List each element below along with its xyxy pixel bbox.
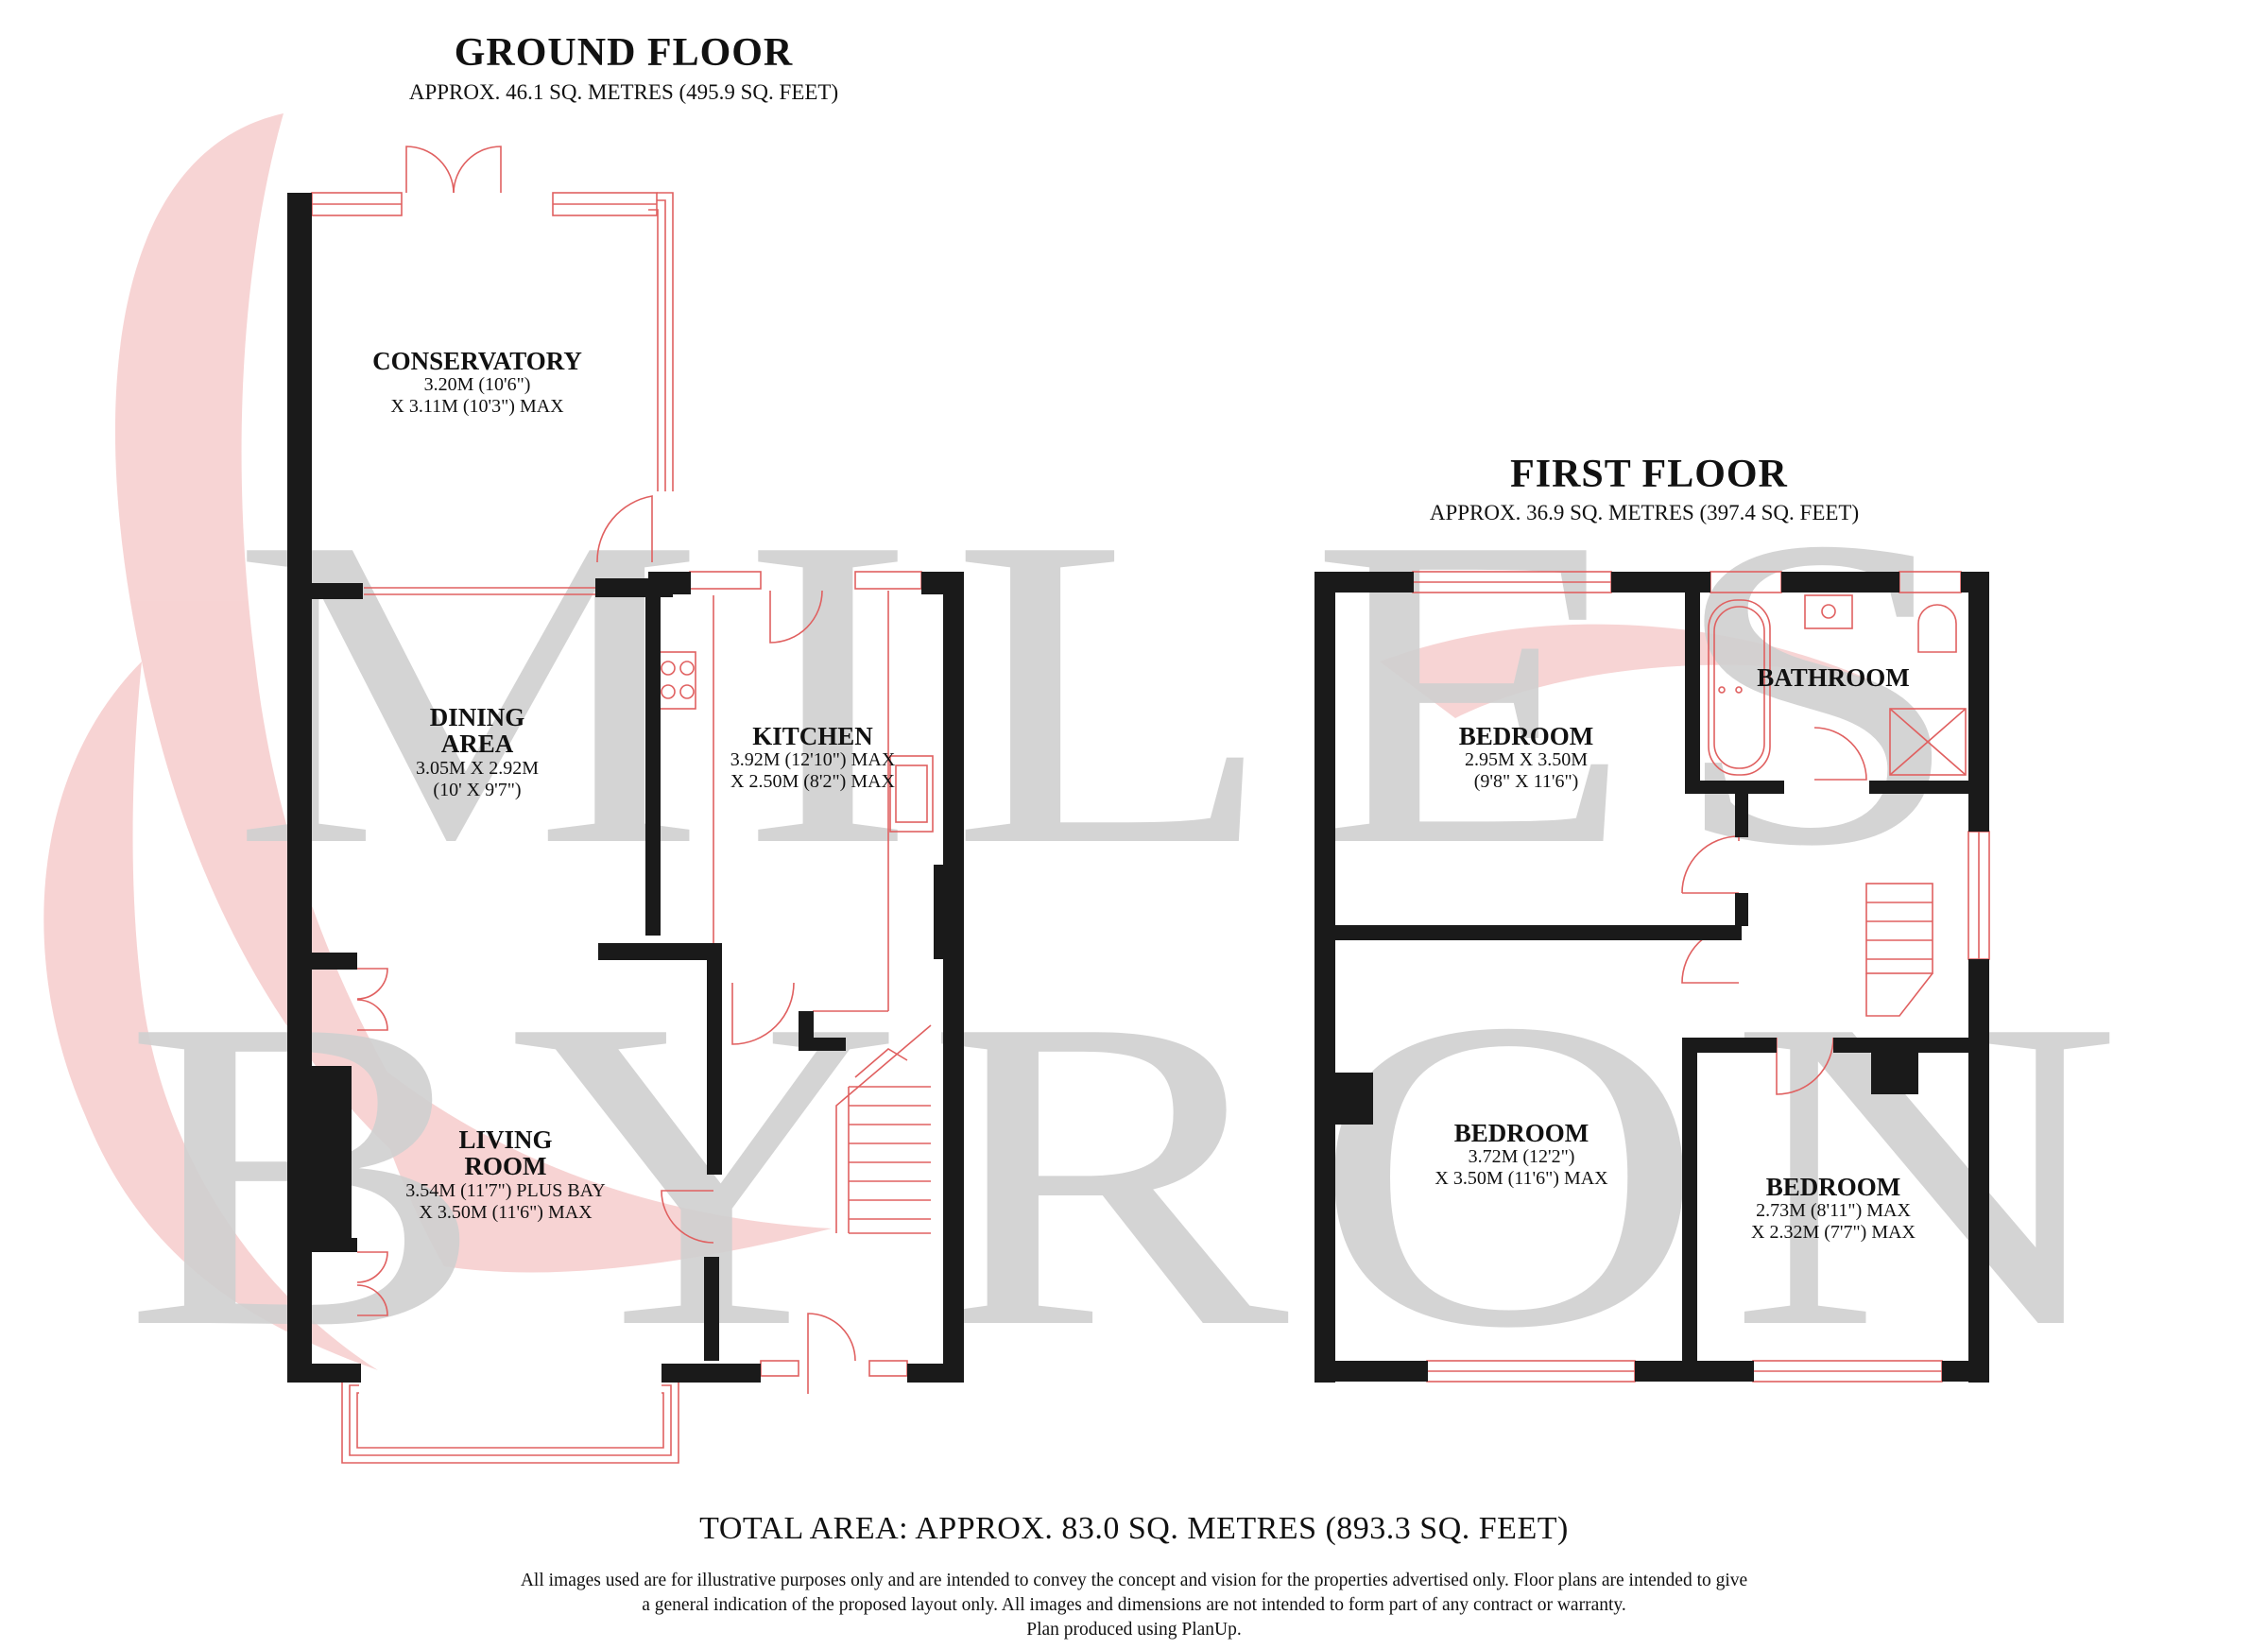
room-label-living-room: LIVING ROOM 3.54M (11'7") PLUS BAY X 3.5… [364,1126,647,1224]
watermark-line-byron: BYRON [123,927,2145,1419]
watermark-text: MILES BYRON [123,445,2145,1419]
first-floor-title: FIRST FLOOR [1510,453,1788,496]
disclaimer-line: All images used are for illustrative pur… [520,1571,1748,1590]
room-dimension: X 2.50M (8'2") MAX [730,771,895,793]
watermark-line-miles: MILES [232,445,1999,937]
room-dimension: 2.73M (8'11") MAX [1756,1200,1911,1222]
room-dimension: 3.54M (11'7") PLUS BAY [405,1179,606,1201]
disclaimer-line: Plan produced using PlanUp. [1026,1620,1242,1640]
room-dimension: 3.20M (10'6") [423,374,531,396]
room-dimension: X 3.50M (11'6") MAX [1435,1168,1608,1190]
ground-floor-title: GROUND FLOOR [454,31,794,75]
room-label-bedroom-front-left: BEDROOM 2.95M X 3.50M (9'8" X 11'6") [1394,723,1658,793]
disclaimer-line: a general indication of the proposed lay… [642,1595,1626,1615]
room-name: KITCHEN [752,722,873,750]
ground-floor-walls [287,193,964,1383]
room-name: BEDROOM [1765,1173,1901,1201]
room-name-line2: ROOM [464,1152,547,1181]
room-name: DINING [429,703,525,731]
room-dimension: 3.72M (12'2") [1468,1146,1575,1168]
watermark-swoosh [43,113,1871,1370]
room-label-bedroom-rear-left: BEDROOM 3.72M (12'2") X 3.50M (11'6") MA… [1375,1120,1668,1190]
ground-floor-plan [287,146,964,1464]
disclaimer: All images used are for illustrative pur… [284,1569,1984,1642]
room-dimension: 2.95M X 3.50M [1464,749,1588,771]
room-name: BEDROOM [1458,722,1594,750]
room-dimension: X 3.11M (10'3") MAX [390,396,564,418]
room-dimension: 3.05M X 2.92M [415,757,539,779]
first-floor-area: APPROX. 36.9 SQ. METRES (397.4 SQ. FEET) [1429,501,1860,524]
room-dimension: (10' X 9'7") [433,779,522,800]
first-floor-walls [1314,572,1989,1383]
room-name: CONSERVATORY [372,347,582,375]
room-dimension: (9'8" X 11'6") [1473,771,1579,793]
room-name: BEDROOM [1453,1119,1589,1147]
room-label-conservatory: CONSERVATORY 3.20M (10'6") X 3.11M (10'3… [331,348,624,418]
room-label-bathroom: BATHROOM [1748,663,1918,692]
room-dimension: X 3.50M (11'6") MAX [419,1201,593,1223]
room-label-kitchen: KITCHEN 3.92M (12'10") MAX X 2.50M (8'2"… [695,723,931,793]
room-name: BATHROOM [1757,663,1910,692]
first-floor-plan [1314,571,1990,1383]
room-dimension: 3.92M (12'10") MAX [730,749,896,771]
room-label-dining-area: DINING AREA 3.05M X 2.92M (10' X 9'7") [359,704,595,801]
room-dimension: X 2.32M (7'7") MAX [1751,1222,1916,1244]
ground-floor-area: APPROX. 46.1 SQ. METRES (495.9 SQ. FEET) [408,80,839,104]
total-area: TOTAL AREA: APPROX. 83.0 SQ. METRES (893… [699,1511,1569,1546]
room-name: LIVING [458,1125,553,1154]
room-name-line2: AREA [440,730,514,759]
room-label-bedroom-small: BEDROOM 2.73M (8'11") MAX X 2.32M (7'7")… [1701,1174,1966,1244]
